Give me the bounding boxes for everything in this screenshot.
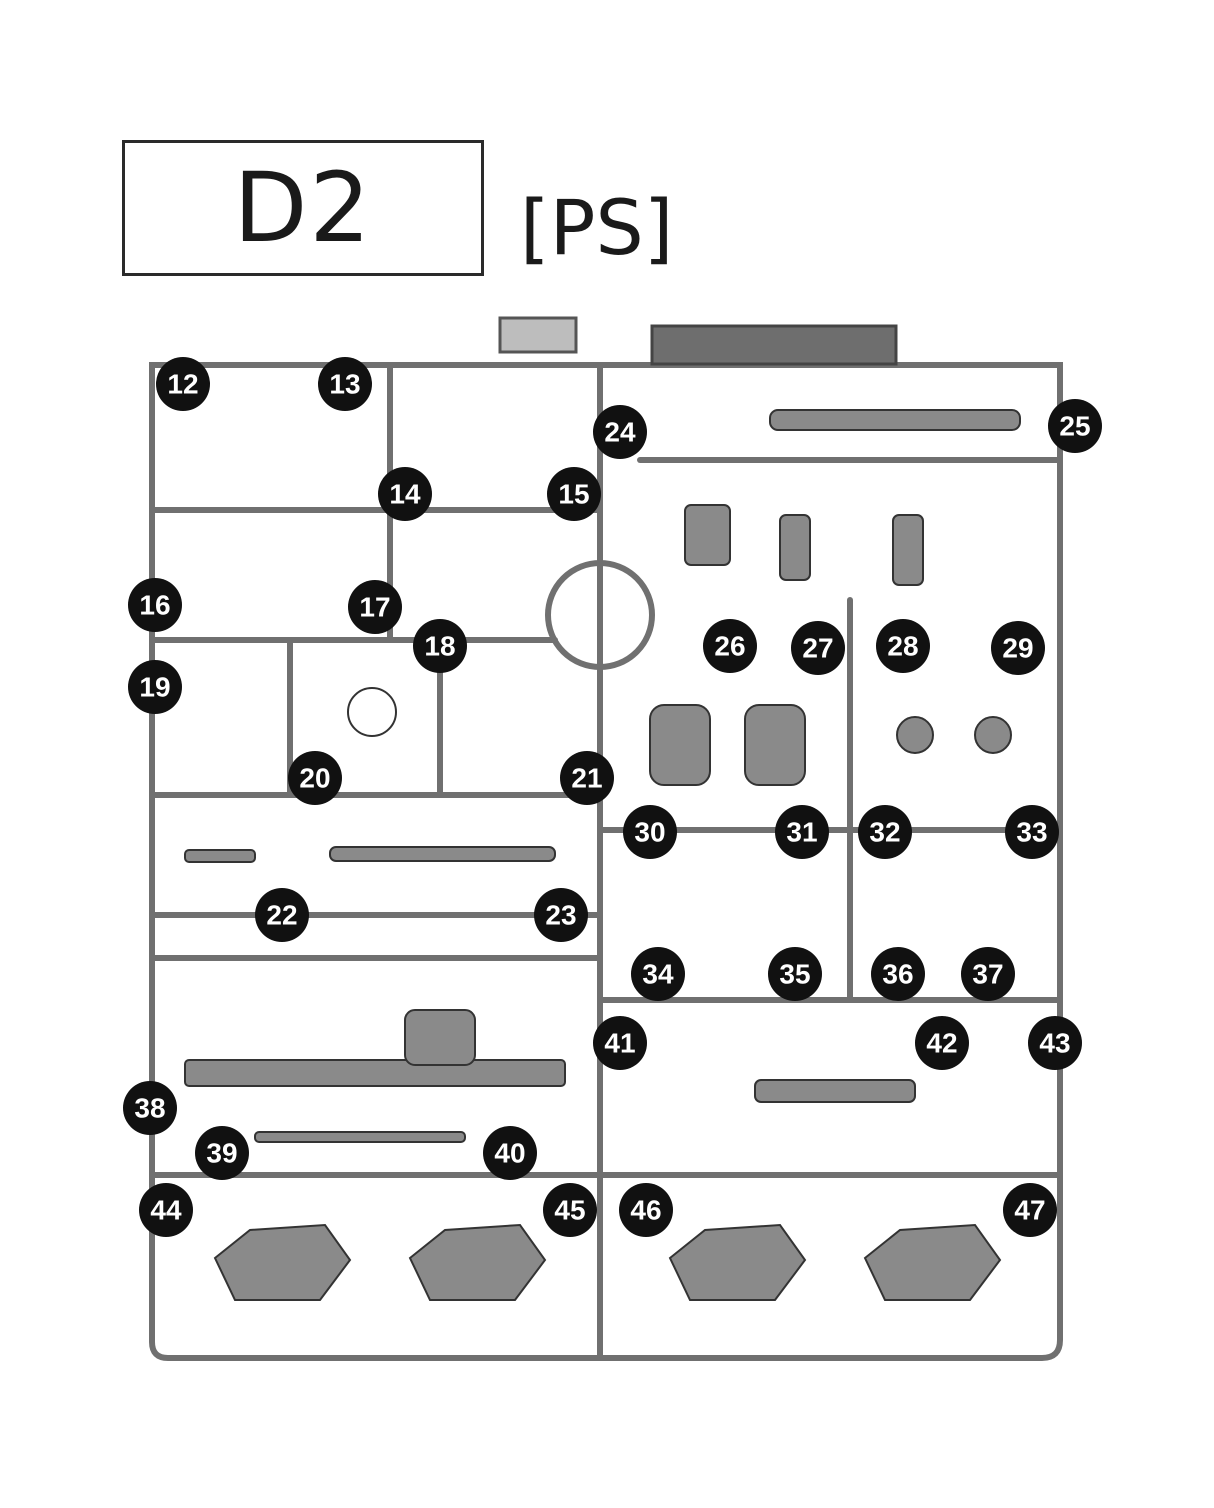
svg-text:30: 30: [634, 817, 665, 848]
svg-text:37: 37: [972, 959, 1003, 990]
part-25-shape: [769, 409, 1021, 431]
svg-text:15: 15: [558, 479, 589, 510]
svg-text:17: 17: [359, 592, 390, 623]
part-label-39: 39: [195, 1126, 249, 1180]
part-label-37: 37: [961, 947, 1015, 1001]
part-label-12: 12: [156, 357, 210, 411]
part-20-ring: [347, 687, 397, 737]
part-label-21: 21: [560, 751, 614, 805]
part-label-15: 15: [547, 467, 601, 521]
svg-text:32: 32: [869, 817, 900, 848]
part-label-33: 33: [1005, 805, 1059, 859]
svg-text:19: 19: [139, 672, 170, 703]
part-label-17: 17: [348, 580, 402, 634]
part-label-41: 41: [593, 1016, 647, 1070]
part-label-27: 27: [791, 621, 845, 675]
svg-text:23: 23: [545, 900, 576, 931]
part-label-47: 47: [1003, 1183, 1057, 1237]
part-46-shape: [668, 1223, 807, 1301]
svg-text:13: 13: [329, 369, 360, 400]
svg-text:41: 41: [604, 1028, 635, 1059]
part-label-44: 44: [139, 1183, 193, 1237]
part-label-29: 29: [991, 621, 1045, 675]
part-label-42: 42: [915, 1016, 969, 1070]
svg-text:14: 14: [389, 479, 421, 510]
svg-text:28: 28: [887, 631, 918, 662]
svg-text:46: 46: [630, 1195, 661, 1226]
svg-text:31: 31: [786, 817, 817, 848]
parts-shapes: [184, 409, 1021, 1301]
part-45-shape: [408, 1223, 547, 1301]
part-label-34: 34: [631, 947, 685, 1001]
part-label-23: 23: [534, 888, 588, 942]
part-label-45: 45: [543, 1183, 597, 1237]
runner-frame: [149, 316, 1063, 1361]
part-42-shape: [754, 1079, 916, 1103]
part-label-13: 13: [318, 357, 372, 411]
svg-text:16: 16: [139, 590, 170, 621]
part-41-body: [404, 1009, 476, 1066]
svg-text:42: 42: [926, 1028, 957, 1059]
part-label-16: 16: [128, 578, 182, 632]
svg-text:21: 21: [571, 763, 602, 794]
svg-text:35: 35: [779, 959, 810, 990]
part-23-shape: [329, 846, 556, 862]
svg-text:45: 45: [554, 1195, 585, 1226]
runner-title-box: D2: [122, 140, 484, 276]
runner-code: D2: [233, 152, 373, 264]
svg-text:39: 39: [206, 1138, 237, 1169]
part-label-22: 22: [255, 888, 309, 942]
part-label-32: 32: [858, 805, 912, 859]
svg-text:43: 43: [1039, 1028, 1070, 1059]
svg-text:33: 33: [1016, 817, 1047, 848]
part-31-shape: [744, 704, 806, 786]
part-label-36: 36: [871, 947, 925, 1001]
part-28-shape: [892, 514, 924, 586]
svg-text:25: 25: [1059, 411, 1090, 442]
part-label-25: 25: [1048, 399, 1102, 453]
part-30-shape: [649, 704, 711, 786]
svg-text:40: 40: [494, 1138, 525, 1169]
part-38-shape: [184, 1059, 566, 1087]
svg-text:44: 44: [150, 1195, 182, 1226]
part-label-46: 46: [619, 1183, 673, 1237]
part-32-shape: [896, 716, 934, 754]
part-label-18: 18: [413, 619, 467, 673]
part-label-35: 35: [768, 947, 822, 1001]
svg-text:29: 29: [1002, 633, 1033, 664]
part-27-shape: [779, 514, 811, 581]
part-label-14: 14: [378, 467, 432, 521]
svg-text:47: 47: [1014, 1195, 1045, 1226]
part-label-31: 31: [775, 805, 829, 859]
svg-text:38: 38: [134, 1093, 165, 1124]
part-label-40: 40: [483, 1126, 537, 1180]
part-label-43: 43: [1028, 1016, 1082, 1070]
svg-text:18: 18: [424, 631, 455, 662]
part-22-shape: [184, 849, 256, 863]
svg-text:27: 27: [802, 633, 833, 664]
svg-text:36: 36: [882, 959, 913, 990]
part-label-26: 26: [703, 619, 757, 673]
part-label-24: 24: [593, 405, 647, 459]
svg-text:26: 26: [714, 631, 745, 662]
part-label-28: 28: [876, 619, 930, 673]
part-label-19: 19: [128, 660, 182, 714]
part-label-38: 38: [123, 1081, 177, 1135]
part-39-shape: [254, 1131, 466, 1143]
svg-text:20: 20: [299, 763, 330, 794]
part-26-shape: [684, 504, 731, 566]
part-44-shape: [213, 1223, 352, 1301]
svg-text:12: 12: [167, 369, 198, 400]
part-33-shape: [974, 716, 1012, 754]
part-47-shape: [863, 1223, 1002, 1301]
runner-material-label: [PS]: [520, 183, 674, 272]
svg-text:22: 22: [266, 900, 297, 931]
svg-text:24: 24: [604, 417, 636, 448]
part-label-20: 20: [288, 751, 342, 805]
svg-text:34: 34: [642, 959, 674, 990]
part-label-30: 30: [623, 805, 677, 859]
